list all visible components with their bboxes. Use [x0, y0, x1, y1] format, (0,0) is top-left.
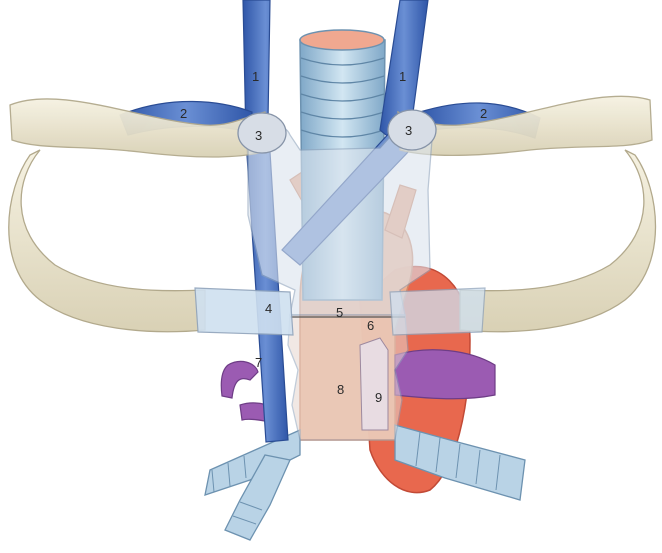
label-1-right: 1	[399, 69, 406, 84]
label-1-left: 1	[252, 69, 259, 84]
label-5: 5	[336, 305, 343, 320]
label-3-left: 3	[255, 128, 262, 143]
pulmonary-vessel-left	[221, 361, 258, 398]
label-2-right: 2	[480, 106, 487, 121]
left-first-rib	[460, 150, 656, 332]
left-costal-cartilage	[390, 288, 485, 335]
label-9: 9	[375, 390, 382, 405]
label-6: 6	[367, 318, 374, 333]
label-4: 4	[265, 301, 272, 316]
label-2-left: 2	[180, 106, 187, 121]
right-bronchus	[205, 430, 300, 540]
right-first-rib	[9, 150, 205, 332]
label-3-right: 3	[405, 123, 412, 138]
label-7: 7	[255, 355, 262, 370]
label-8: 8	[337, 382, 344, 397]
azygos-region	[360, 338, 388, 430]
right-costal-cartilage	[195, 288, 293, 335]
sternal-body	[288, 315, 408, 440]
trachea-opening	[300, 30, 384, 50]
pulmonary-vessel-right	[395, 350, 495, 399]
